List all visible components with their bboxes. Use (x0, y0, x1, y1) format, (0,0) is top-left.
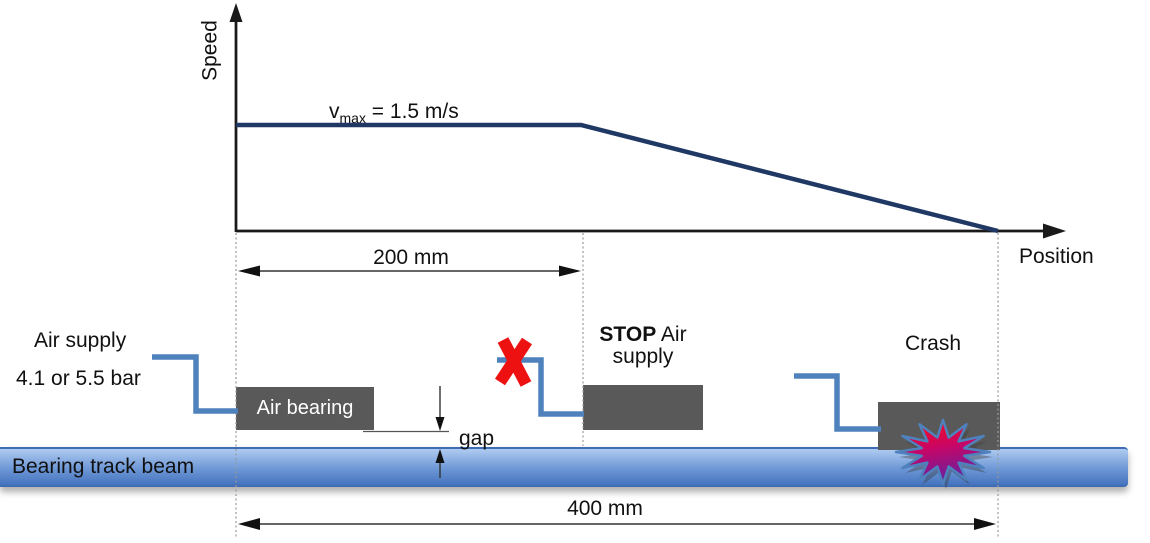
dim-200-right-arrow-icon (559, 265, 581, 277)
stop-word: STOP (599, 323, 657, 346)
vmax-label: vmax = 1.5 m/s (329, 100, 459, 130)
crashed-bearing-box (878, 402, 1000, 450)
dimension-400mm-label: 400 mm (567, 497, 643, 520)
air-pipe-middle (497, 357, 584, 417)
stop-rest: Air (656, 323, 687, 346)
gap-down-arrow-icon (435, 417, 445, 431)
air-bearing-box: Air bearing (236, 387, 374, 430)
x-axis-arrow-icon (1043, 223, 1066, 239)
dim-400-left-arrow-icon (238, 518, 260, 530)
dimension-200mm-label: 200 mm (373, 246, 449, 269)
dim-400-right-arrow-icon (974, 518, 996, 530)
air-pipe-right (794, 373, 881, 432)
x-mark-icon (494, 337, 533, 387)
y-axis-arrow-icon (229, 3, 243, 22)
speed-profile-line (236, 122, 999, 234)
x-axis-label: Position (1019, 245, 1094, 268)
air-supply-label-line2: 4.1 or 5.5 bar (16, 367, 141, 390)
gap-label: gap (459, 427, 495, 450)
vmax-value: = 1.5 m/s (365, 100, 459, 123)
air-bearing-label: Air bearing (256, 397, 354, 419)
vmax-subscript: max (339, 110, 366, 127)
vmax-base: v (329, 100, 340, 123)
stop-line2: supply (612, 345, 674, 368)
air-supply-label-line1: Air supply (34, 329, 127, 352)
y-axis-label: Speed (198, 20, 222, 81)
crash-label: Crash (904, 332, 962, 355)
stopped-bearing-box (583, 385, 703, 430)
bearing-track-beam-label: Bearing track beam (12, 455, 195, 478)
dim-200-left-arrow-icon (238, 265, 260, 277)
air-pipe-left (152, 354, 238, 414)
